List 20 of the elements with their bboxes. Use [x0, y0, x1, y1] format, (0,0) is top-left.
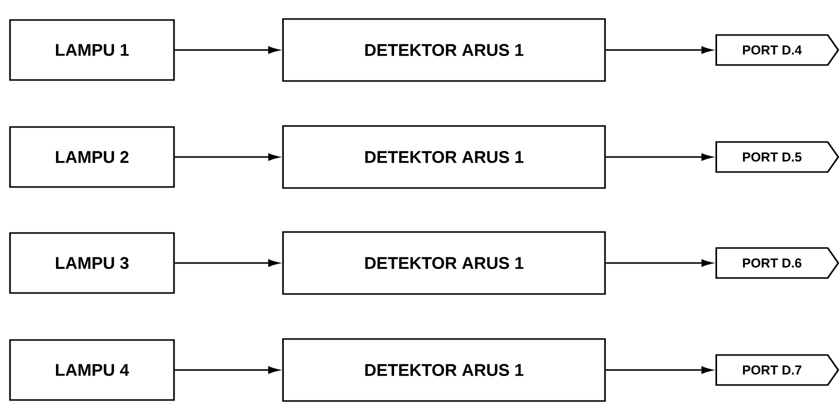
port-tag: PORT D.5: [715, 141, 840, 173]
arrow: [174, 46, 280, 54]
port-tag: PORT D.4: [715, 34, 840, 66]
arrow: [606, 366, 712, 374]
lamp-box: LAMPU 3: [9, 232, 175, 294]
arrow: [174, 259, 280, 267]
arrow: [174, 153, 280, 161]
lamp-box: LAMPU 1: [9, 19, 175, 81]
lamp-box: LAMPU 4: [9, 339, 175, 401]
port-tag: PORT D.6: [715, 247, 840, 279]
lamp-box: LAMPU 2: [9, 126, 175, 188]
arrow: [606, 259, 712, 267]
arrow: [606, 153, 712, 161]
detector-box: DETEKTOR ARUS 1: [282, 18, 606, 82]
arrow: [606, 46, 712, 54]
detector-box: DETEKTOR ARUS 1: [282, 125, 606, 189]
detector-box: DETEKTOR ARUS 1: [282, 231, 606, 295]
detector-box: DETEKTOR ARUS 1: [282, 338, 606, 402]
arrow: [174, 366, 280, 374]
port-tag: PORT D.7: [715, 354, 840, 386]
